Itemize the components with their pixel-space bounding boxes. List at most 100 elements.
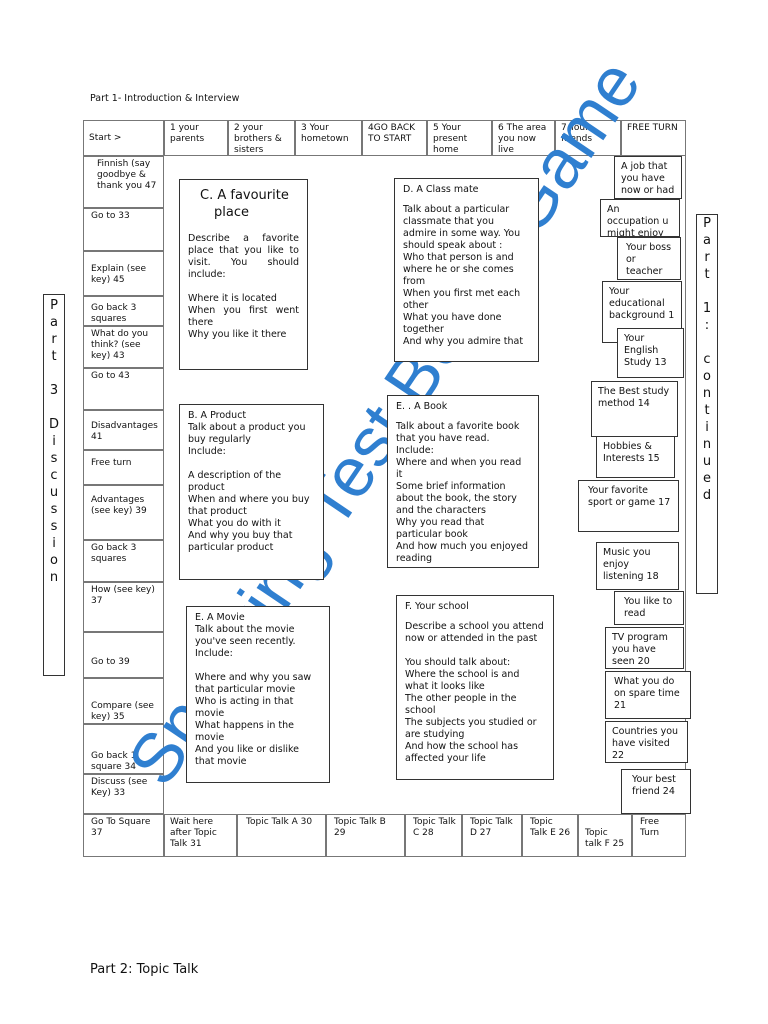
part-1-continued-letter: e [703, 471, 711, 486]
right-square-19: You like to read [614, 591, 684, 625]
part-3-discussion-letter: i [52, 536, 56, 551]
footer-label: Part 2: Topic Talk [90, 962, 199, 977]
right-square-21: What you do on spare time 21 [605, 671, 691, 719]
part-3-discussion-letter: o [50, 553, 58, 568]
left-square-44: Go back 3 squares [83, 296, 164, 326]
left-square-38: Go back 3 squares [83, 540, 164, 582]
left-square-47: Finnish (say goodbye & thank you 47 [83, 156, 164, 208]
right-square-15: Hobbies & Interests 15 [596, 436, 675, 478]
topic-f-body: Describe a school you attend now or atte… [405, 621, 544, 764]
bottom-square-31: Wait here after Topic Talk 31 [164, 814, 237, 857]
top-square-start: Start > [83, 120, 164, 156]
right-square-20: TV program you have seen 20 [605, 627, 684, 669]
top-square-3: 3 Your hometown [295, 120, 362, 156]
part-3-discussion-letter: i [52, 434, 56, 449]
topic-d-title: D. A Class mate [403, 184, 479, 195]
bottom-square-27: Topic Talk D 27 [462, 814, 522, 857]
bottom-square-28: Topic Talk C 28 [405, 814, 462, 857]
topic-e-movie-body: Talk about the movie you've seen recentl… [195, 624, 312, 767]
left-square-34: Go back 1 square 34 [83, 724, 164, 774]
right-square-24: Your best friend 24 [621, 769, 691, 814]
left-square-46: Go to 33 [83, 208, 164, 251]
part-1-continued-letter: o [703, 369, 711, 384]
bottom-square-29: Topic Talk B 29 [326, 814, 405, 857]
topic-d-body: Talk about a particular classmate that y… [403, 204, 524, 347]
right-square-18: Music you enjoy listening 18 [596, 542, 679, 590]
left-square-33: Discuss (see Key) 33 [83, 774, 164, 814]
right-square-9: An occupation u might enjoy [600, 199, 680, 237]
right-square-22: Countries you have visited 22 [605, 721, 688, 763]
topic-e-book: E. . A Book Talk about a favorite book t… [387, 395, 539, 568]
part-3-discussion-letter: P [50, 298, 58, 313]
topic-c-favourite-place: C. A favourite place Describe a favorite… [179, 179, 308, 370]
top-square-7: 7 Your friends [555, 120, 621, 156]
part-3-discussion-letter: s [50, 451, 58, 466]
left-square-43: What do you think? (see key) 43 [83, 326, 164, 368]
part-1-continued-letter: t [704, 267, 710, 282]
topic-e-book-title: E. . A Book [396, 401, 448, 412]
part-1-continued-letter: 1 [702, 301, 712, 316]
left-square-35: Compare (see key) 35 [83, 678, 164, 724]
topic-b-title: B. A Product [188, 410, 247, 421]
left-square-36: Go to 39 [83, 632, 164, 678]
part-1-continued-letter: t [704, 403, 710, 418]
left-square-41: Disadvantages 41 [83, 410, 164, 450]
part-3-discussion-letter: c [50, 468, 58, 483]
part-1-continued-letter [697, 334, 717, 351]
part-3-discussion-letter: 3 [49, 383, 59, 398]
part-3-discussion-letter: u [49, 485, 59, 500]
part-1-continued-letter: i [705, 420, 709, 435]
topic-b-product: B. A Product Talk about a product you bu… [179, 404, 324, 580]
right-square-10: Your boss or teacher [617, 237, 681, 280]
part-3-discussion-letter [44, 365, 64, 382]
page-title: Part 1- Introduction & Interview [90, 93, 240, 104]
left-square-37: How (see key) 37 [83, 582, 164, 632]
part-1-continued-letter [697, 283, 717, 300]
topic-d-class-mate: D. A Class mate Talk about a particular … [394, 178, 539, 362]
top-square-free-turn: FREE TURN [621, 120, 686, 156]
top-square-2: 2 your brothers & sisters [228, 120, 295, 156]
right-square-14: The Best study method 14 [591, 381, 678, 437]
left-square-40: Free turn [83, 450, 164, 485]
bottom-square-25: Topic talk F 25 [578, 814, 632, 857]
part-3-discussion-letter: a [50, 315, 58, 330]
topic-c-title: C. A favourite place [200, 188, 289, 220]
topic-f-school: F. Your school Describe a school you att… [396, 595, 554, 780]
top-square-5: 5 Your present home [427, 120, 492, 156]
part-1-continued-letter: n [702, 386, 712, 401]
topic-f-title: F. Your school [405, 601, 469, 612]
topic-b-body: Talk about a product you buy regularly I… [188, 422, 310, 553]
part-1-continued-letter: u [702, 454, 712, 469]
part-3-discussion-letter: s [50, 502, 58, 517]
part-1-continued-letter: a [703, 233, 711, 248]
right-square-17: Your favorite sport or game 17 [578, 480, 679, 532]
part-1-continued-letter: d [702, 488, 712, 503]
topic-c-body: Describe a favorite place that you like … [188, 233, 299, 340]
top-square-4: 4GO BACK TO START [362, 120, 427, 156]
part-1-continued-letter: P [703, 216, 711, 231]
left-square-39: Advantages (see key) 39 [83, 485, 164, 540]
topic-e-book-body: Talk about a favorite book that you have… [396, 421, 529, 564]
part-3-discussion-letter [44, 399, 64, 416]
topic-e-movie: E. A Movie Talk about the movie you've s… [186, 606, 330, 783]
bottom-square-26: Topic Talk E 26 [522, 814, 578, 857]
part-1-continued-letter: : [704, 318, 710, 333]
right-square-13: Your English Study 13 [617, 328, 684, 378]
bottom-square-free-turn: Free Turn [632, 814, 686, 857]
part-3-discussion-letter: D [48, 417, 59, 432]
left-square-45: Explain (see key) 45 [83, 251, 164, 296]
topic-e-movie-title: E. A Movie [195, 612, 245, 623]
part-1-continued-letter: n [702, 437, 712, 452]
top-square-6: 6 The area you now live [492, 120, 555, 156]
part-1-continued-letter: r [704, 250, 710, 265]
part-3-discussion-letter: n [49, 570, 59, 585]
bottom-square-32: Go To Square 37 [83, 814, 164, 857]
left-square-42: Go to 43 [83, 368, 164, 410]
part-3-discussion-letter: r [51, 332, 57, 347]
part-3-discussion-letter: s [50, 519, 58, 534]
right-square-8: A job that you have now or had [614, 156, 682, 199]
part-3-discussion-letter: t [51, 349, 57, 364]
top-square-1: 1 your parents [164, 120, 228, 156]
